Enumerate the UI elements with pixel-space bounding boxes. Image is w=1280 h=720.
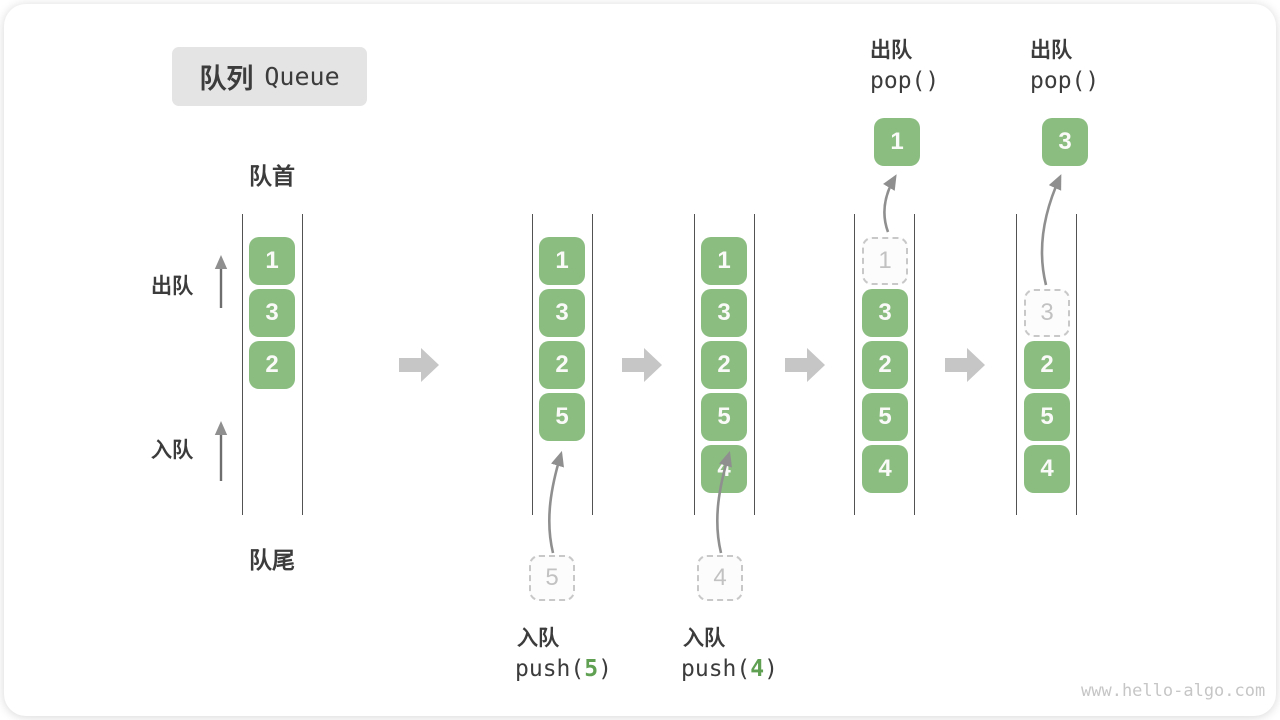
label-dequeue: 出队 — [151, 275, 193, 298]
queue-box: 1 — [539, 237, 585, 285]
title-zh: 队列 — [199, 64, 254, 94]
label-queue-rear: 队尾 — [249, 547, 295, 573]
code-fn-open: push( — [681, 656, 751, 682]
title-badge: 队列 Queue — [172, 47, 367, 106]
queue-box: 4 — [862, 445, 908, 493]
pending-enqueue-box: 4 — [697, 555, 743, 601]
queue-box: 4 — [701, 445, 747, 493]
queue-box: 3 — [539, 289, 585, 337]
queue-box: 2 — [862, 341, 908, 389]
queue-box: 1 — [249, 237, 295, 285]
queue-box: 3 — [249, 289, 295, 337]
code-fn-close: ) — [764, 656, 778, 682]
watermark: www.hello-algo.com — [1081, 681, 1266, 701]
queue-channel-1 — [242, 214, 303, 515]
queue-box: 3 — [862, 289, 908, 337]
diagram-card: 队列 Queue 队首 队尾 出队 入队 1 3 2 1 3 2 5 5 入队 … — [4, 4, 1276, 716]
enqueue-op-label: 入队 — [517, 627, 559, 650]
popped-box: 1 — [874, 118, 920, 166]
popped-box: 3 — [1042, 118, 1088, 166]
arrows-overlay — [214, 174, 1062, 554]
queue-box: 5 — [539, 393, 585, 441]
code-arg: 5 — [584, 656, 599, 682]
queue-box: 3 — [701, 289, 747, 337]
stage-transition-arrow-icon — [945, 348, 985, 382]
queue-channel-5 — [1016, 214, 1077, 515]
pending-enqueue-box: 5 — [529, 555, 575, 601]
queue-channel-2 — [532, 214, 593, 515]
queue-box: 4 — [1024, 445, 1070, 493]
enqueue-op-label: 入队 — [683, 627, 725, 650]
title-en: Queue — [264, 62, 340, 91]
pop-code: pop() — [1030, 68, 1100, 94]
queue-channel-4 — [854, 214, 915, 515]
dequeue-op-label: 出队 — [870, 39, 912, 62]
queue-channel-3 — [694, 214, 755, 515]
push-code: push(5) — [515, 656, 612, 682]
queue-box: 2 — [249, 341, 295, 389]
code-fn-open: push( — [515, 656, 585, 682]
stage-transition-arrow-icon — [622, 348, 662, 382]
code-arg: 4 — [750, 656, 765, 682]
queue-box: 1 — [701, 237, 747, 285]
label-queue-front: 队首 — [249, 163, 295, 189]
queue-box: 5 — [701, 393, 747, 441]
stage-transition-arrow-icon — [399, 348, 439, 382]
ghost-dequeued-box: 1 — [862, 237, 908, 285]
queue-box: 5 — [1024, 393, 1070, 441]
ghost-dequeued-box: 3 — [1024, 289, 1070, 337]
label-enqueue: 入队 — [151, 439, 193, 462]
pop-code: pop() — [870, 68, 940, 94]
push-code: push(4) — [681, 656, 778, 682]
dequeue-op-label: 出队 — [1030, 39, 1072, 62]
code-fn-close: ) — [598, 656, 612, 682]
stage-transition-arrow-icon — [785, 348, 825, 382]
queue-box: 2 — [1024, 341, 1070, 389]
queue-box: 5 — [862, 393, 908, 441]
queue-box: 2 — [701, 341, 747, 389]
queue-box: 2 — [539, 341, 585, 389]
